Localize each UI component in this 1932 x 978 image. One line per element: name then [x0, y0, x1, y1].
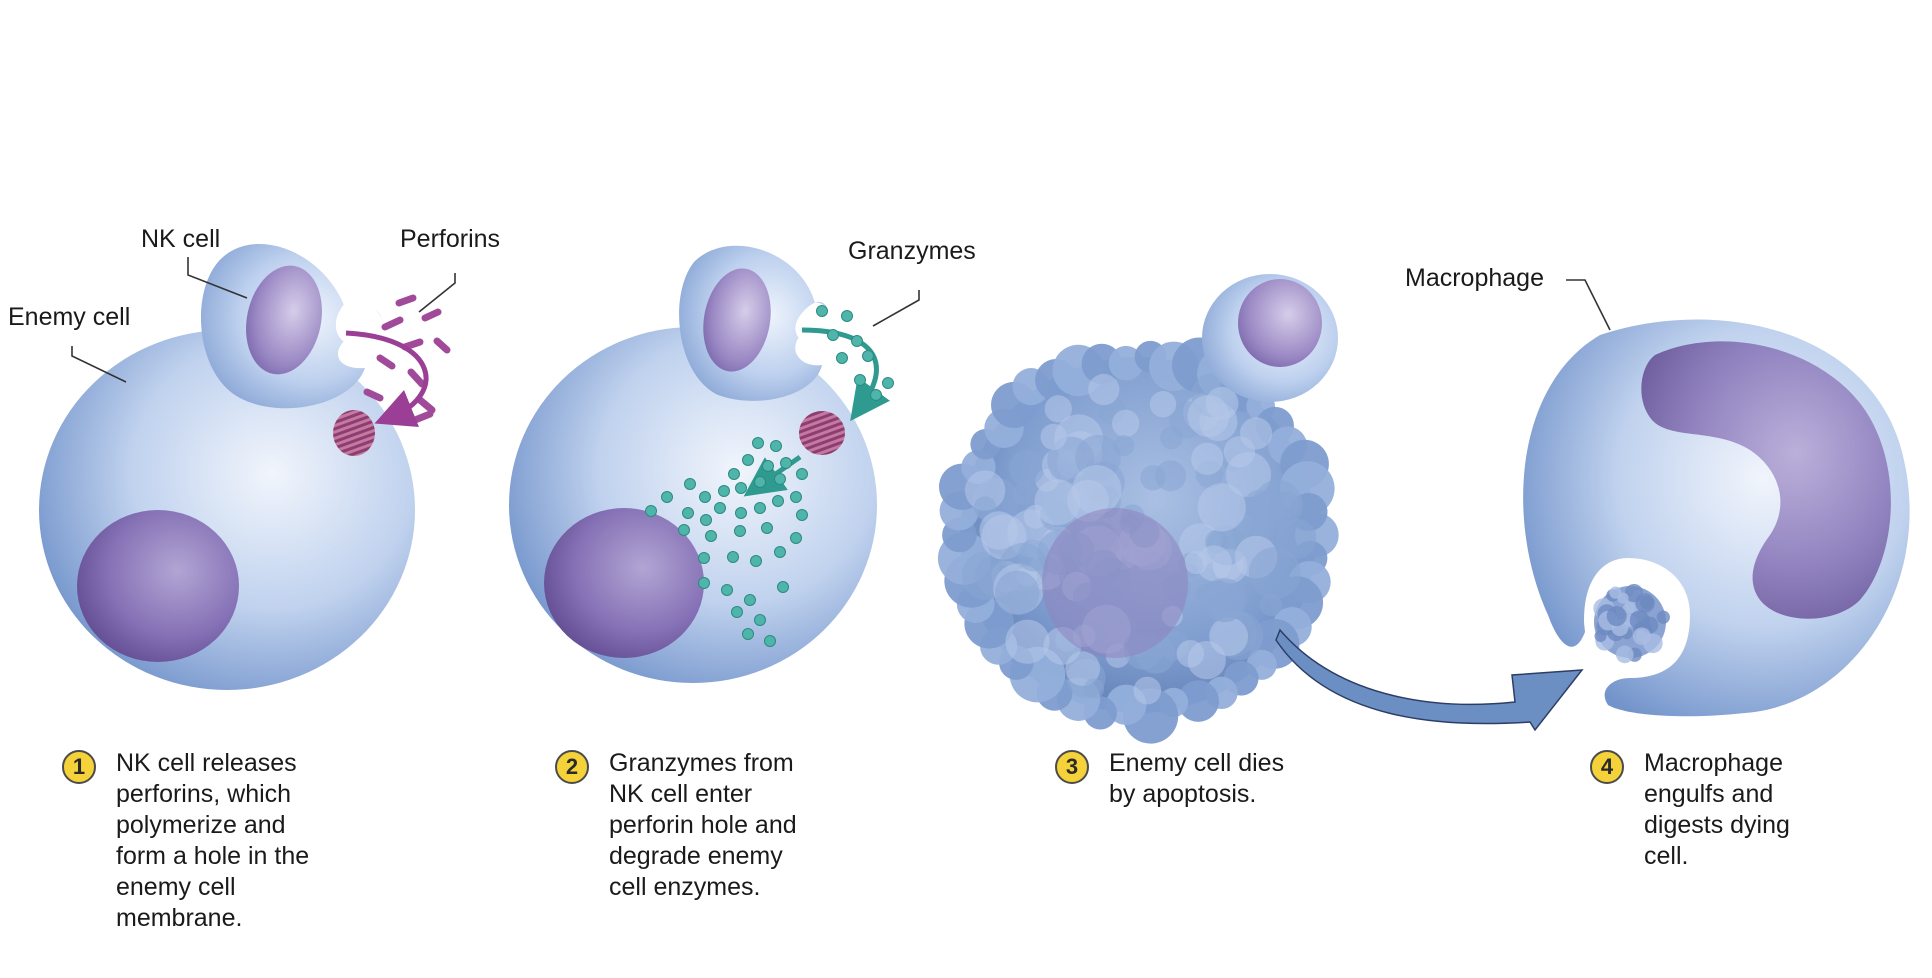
leader-macrophage: [1566, 279, 1611, 331]
granzyme-dot: [862, 350, 874, 362]
macrophage-nucleus: [1641, 341, 1891, 619]
step-2: 2 Granzymes from NK cell enter perforin …: [555, 748, 797, 903]
nk-nucleus-1: [246, 265, 322, 375]
granzyme-dot: [721, 584, 733, 596]
panel-3: [937, 274, 1584, 744]
step-caption: Macrophage engulfs and digests dying cel…: [1644, 749, 1790, 870]
granzyme-dot: [870, 389, 882, 401]
enemy-nucleus-1: [77, 510, 239, 662]
step-4: 4 Macrophage engulfs and digests dying c…: [1590, 748, 1790, 872]
granzyme-dot: [645, 505, 657, 517]
step-caption: Enemy cell dies by apoptosis.: [1109, 749, 1285, 808]
granzyme-dot: [796, 468, 808, 480]
granzyme-dot: [754, 502, 766, 514]
granzyme-dot: [780, 457, 792, 469]
granzyme-dot: [699, 491, 711, 503]
granzyme-dot: [731, 606, 743, 618]
granzyme-dot: [752, 437, 764, 449]
granzyme-dot: [678, 524, 690, 536]
granzyme-dot: [754, 614, 766, 626]
granzyme-dot: [770, 440, 782, 452]
leader-nk-cell: [187, 257, 248, 299]
granzyme-dot: [661, 491, 673, 503]
step-caption: NK cell releases perforins, which polyme…: [116, 749, 310, 932]
granzyme-dot: [827, 329, 839, 341]
granzyme-dot: [854, 374, 866, 386]
label-perforins: Perforins: [400, 225, 501, 253]
leader-enemy-cell: [71, 346, 127, 383]
granzyme-dot: [714, 502, 726, 514]
panel-1: [39, 244, 456, 690]
granzyme-dot: [698, 577, 710, 589]
label-enemy-cell: Enemy cell: [8, 303, 131, 331]
granzyme-dots: [645, 305, 894, 647]
label-nk-cell: NK cell: [141, 225, 221, 253]
panel-4: [1523, 279, 1910, 717]
granzyme-dot: [700, 514, 712, 526]
transfer-arrow: [1275, 628, 1584, 732]
granzyme-dot: [851, 335, 863, 347]
granzyme-dot: [762, 460, 774, 472]
enemy-nucleus-2: [544, 508, 704, 658]
granzyme-dot: [735, 482, 747, 494]
panel-2: [509, 245, 920, 683]
granzyme-dot: [742, 628, 754, 640]
granzyme-dot: [705, 530, 717, 542]
granzyme-dot: [684, 478, 696, 490]
granzyme-dot: [761, 522, 773, 534]
step-3: 3 Enemy cell dies by apoptosis.: [1055, 748, 1284, 810]
granzyme-dot: [682, 507, 694, 519]
nk-nucleus-3: [1238, 279, 1322, 367]
granzyme-dot: [744, 594, 756, 606]
granzyme-dot: [774, 546, 786, 558]
engulfed-cell: [1584, 572, 1680, 668]
granzyme-dot: [718, 485, 730, 497]
granzyme-dot: [816, 305, 828, 317]
perforin-arrow: [345, 330, 429, 428]
granzyme-dot: [841, 310, 853, 322]
nk-nucleus-2: [703, 268, 771, 372]
granzyme-dot: [728, 468, 740, 480]
granzyme-dot: [764, 635, 776, 647]
apoptotic-nucleus: [1042, 508, 1188, 658]
granzyme-dot: [735, 507, 747, 519]
granzyme-dot: [772, 495, 784, 507]
leader-granzymes: [872, 290, 920, 327]
label-macrophage: Macrophage: [1405, 264, 1544, 292]
granzyme-dot: [790, 491, 802, 503]
label-granzymes: Granzymes: [848, 237, 976, 265]
step-number-badge: 2: [555, 750, 589, 784]
granzyme-dot: [750, 555, 762, 567]
granzyme-dot: [796, 509, 808, 521]
granzyme-arrow-in: [743, 454, 802, 497]
granzyme-dot: [777, 581, 789, 593]
granzyme-dot: [742, 454, 754, 466]
step-number-badge: 3: [1055, 750, 1089, 784]
granzyme-dot: [734, 525, 746, 537]
granzyme-dot: [790, 532, 802, 544]
step-caption: Granzymes from NK cell enter perforin ho…: [609, 749, 797, 901]
granzyme-dot: [882, 377, 894, 389]
step-number-badge: 4: [1590, 750, 1624, 784]
step-1: 1 NK cell releases perforins, which poly…: [62, 748, 309, 934]
granzyme-dot: [727, 551, 739, 563]
granzyme-dot: [754, 476, 766, 488]
granzyme-dot: [698, 552, 710, 564]
pore-1: [333, 410, 375, 456]
pore-2: [799, 411, 845, 455]
leader-perforins: [418, 273, 456, 313]
step-number-badge: 1: [62, 750, 96, 784]
granzyme-dot: [774, 473, 786, 485]
granzyme-dot: [836, 352, 848, 364]
